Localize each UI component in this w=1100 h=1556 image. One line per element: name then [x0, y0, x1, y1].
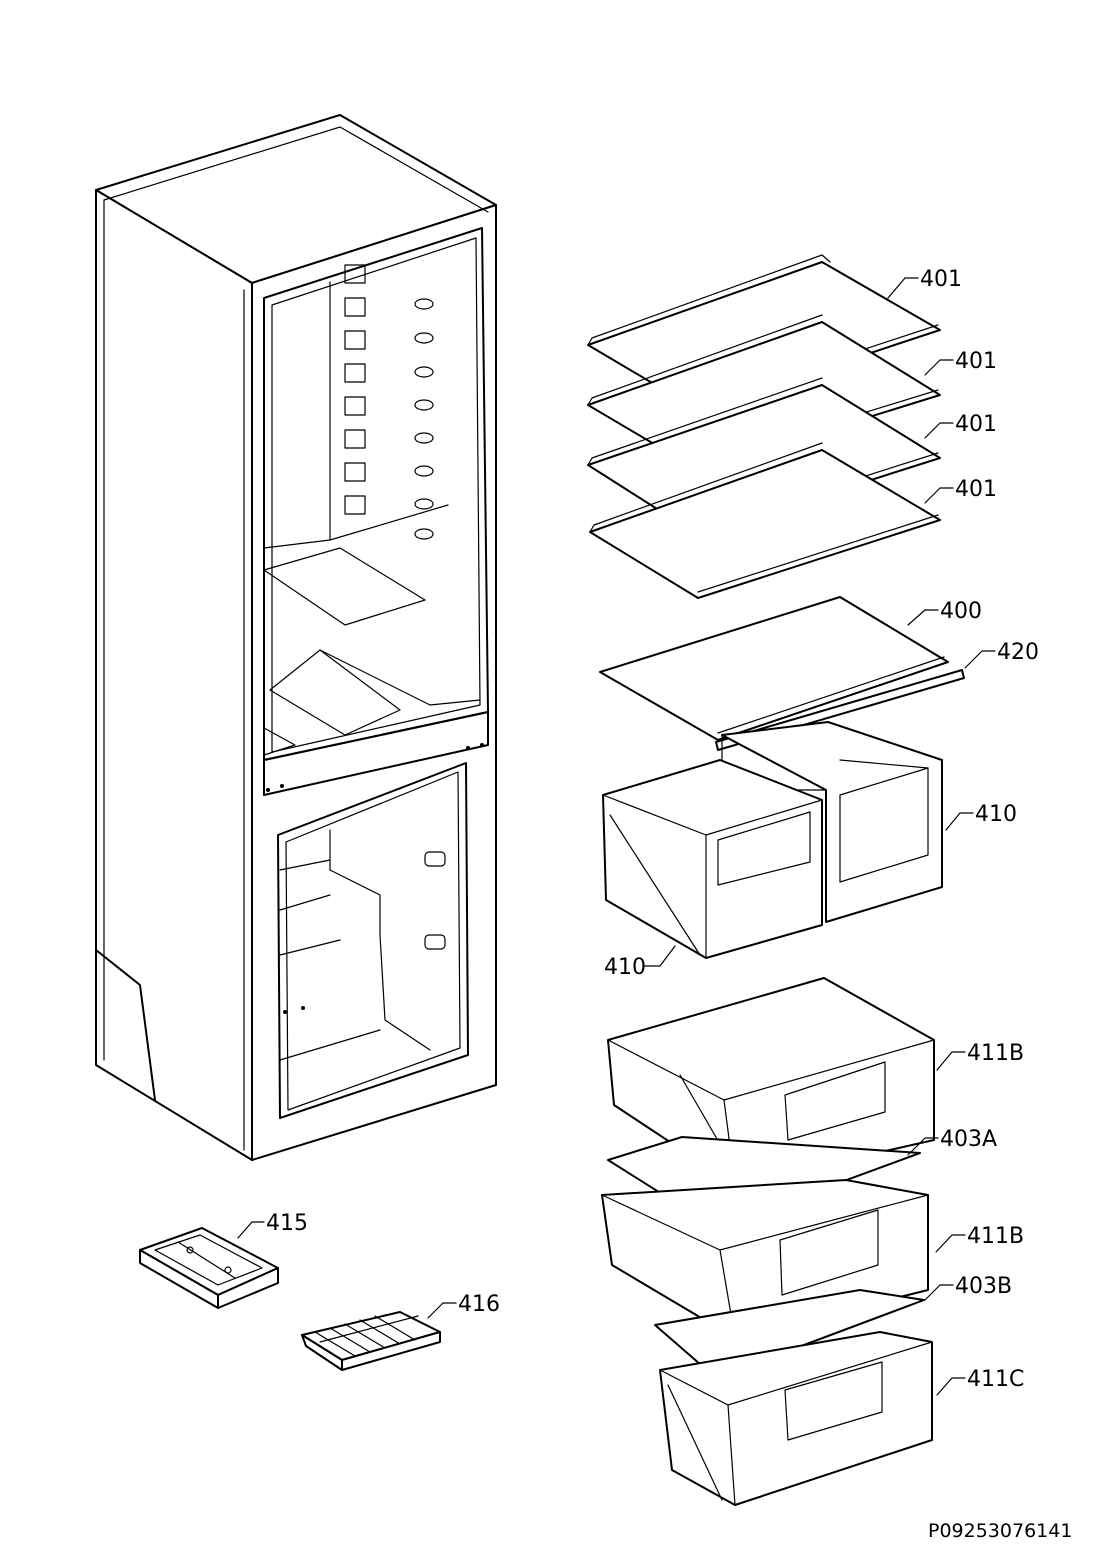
label-cover-trim: 420	[997, 640, 1039, 665]
label-glass-cover: 400	[940, 599, 982, 624]
label-shelf-3: 401	[955, 412, 997, 437]
label-ice-tray-holder: 415	[266, 1211, 308, 1236]
freezer-flap-b	[654, 1289, 925, 1379]
label-crisper-left: 410	[604, 955, 646, 980]
label-crisper-right: 410	[975, 802, 1017, 827]
part-labels: 401 401 401 401 400 420 410 410 411B 403…	[266, 267, 1039, 1392]
label-freezer-drawer-1: 411B	[967, 1041, 1024, 1066]
label-freezer-drawer-2: 411B	[967, 1224, 1024, 1249]
freezer-drawer-bottom	[659, 1331, 933, 1506]
shelf-support-rails	[344, 264, 434, 540]
label-freezer-flap-b: 403B	[955, 1274, 1012, 1299]
label-freezer-drawer-3: 411C	[967, 1367, 1024, 1392]
refrigerator-cabinet	[95, 114, 497, 1161]
crisper-glass-cover	[599, 596, 949, 741]
leader-lines	[237, 277, 996, 1396]
glass-shelf-4	[589, 442, 941, 599]
crisper-drawer-left	[602, 759, 823, 959]
label-freezer-flap-a: 403A	[940, 1127, 997, 1152]
ice-cube-tray	[301, 1311, 441, 1371]
drawing-code: P09253076141	[928, 1520, 1072, 1542]
label-shelf-4: 401	[955, 477, 997, 502]
label-shelf-2: 401	[955, 349, 997, 374]
label-ice-cube-tray: 416	[458, 1292, 500, 1317]
label-shelf-1: 401	[920, 267, 962, 292]
ice-tray-holder	[139, 1227, 279, 1309]
